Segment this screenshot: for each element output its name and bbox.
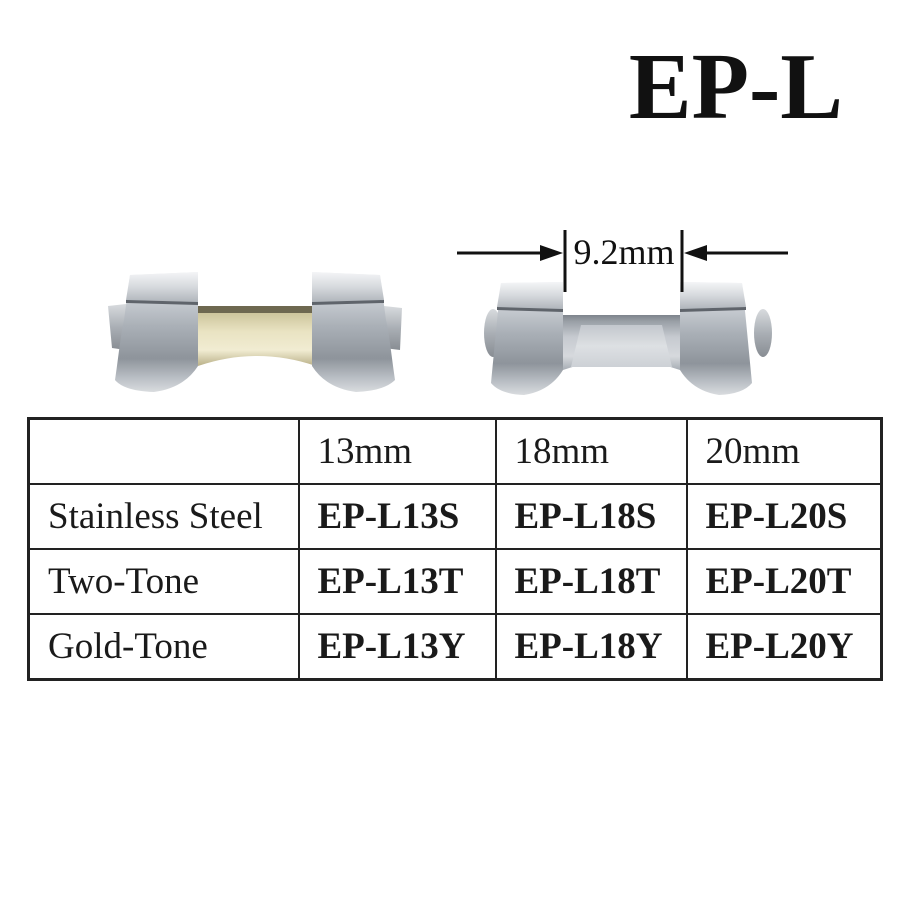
spring-bar-dome [754, 309, 772, 357]
dimension-annotation: 9.2mm [450, 225, 795, 295]
seam [312, 300, 384, 305]
model-code: EP-L20Y [685, 613, 883, 681]
model-code: EP-L18T [494, 548, 688, 615]
table-row: Two-Tone EP-L13T EP-L18T EP-L20T [27, 548, 883, 615]
row-label: Gold-Tone [27, 613, 300, 681]
model-code: EP-L18S [494, 483, 688, 550]
model-code: EP-L13S [297, 483, 497, 550]
header-cell-20mm: 20mm [685, 417, 883, 485]
size-table: 13mm 18mm 20mm Stainless Steel EP-L13S E… [27, 417, 883, 681]
seam [680, 307, 746, 312]
left-hood [126, 272, 198, 302]
header-cell-18mm: 18mm [494, 417, 688, 485]
seam [497, 307, 563, 312]
row-label: Two-Tone [27, 548, 300, 615]
dimension-label: 9.2mm [573, 232, 675, 272]
table-header-row: 13mm 18mm 20mm [27, 417, 883, 485]
model-code: EP-L20T [685, 548, 883, 615]
stainless-steel-end-link-photo [484, 282, 772, 395]
gold-bar [198, 313, 316, 366]
dimension-arrows-icon [457, 230, 788, 292]
table-row: Gold-Tone EP-L13Y EP-L18Y EP-L20Y [27, 613, 883, 681]
right-hood [680, 282, 746, 309]
gold-bar-edge [198, 306, 316, 313]
table-row: Stainless Steel EP-L13S EP-L18S EP-L20S [27, 483, 883, 550]
model-code: EP-L13Y [297, 613, 497, 681]
header-cell-13mm: 13mm [297, 417, 497, 485]
page-title: EP-L [628, 35, 843, 139]
model-code: EP-L18Y [494, 613, 688, 681]
model-code: EP-L20S [685, 483, 883, 550]
two-tone-end-link-photo [108, 272, 402, 392]
row-label: Stainless Steel [27, 483, 300, 550]
right-hood [312, 272, 384, 302]
seam [126, 300, 198, 305]
center-panel [571, 325, 672, 367]
left-hood [497, 282, 563, 309]
model-code: EP-L13T [297, 548, 497, 615]
header-cell-empty [27, 417, 300, 485]
